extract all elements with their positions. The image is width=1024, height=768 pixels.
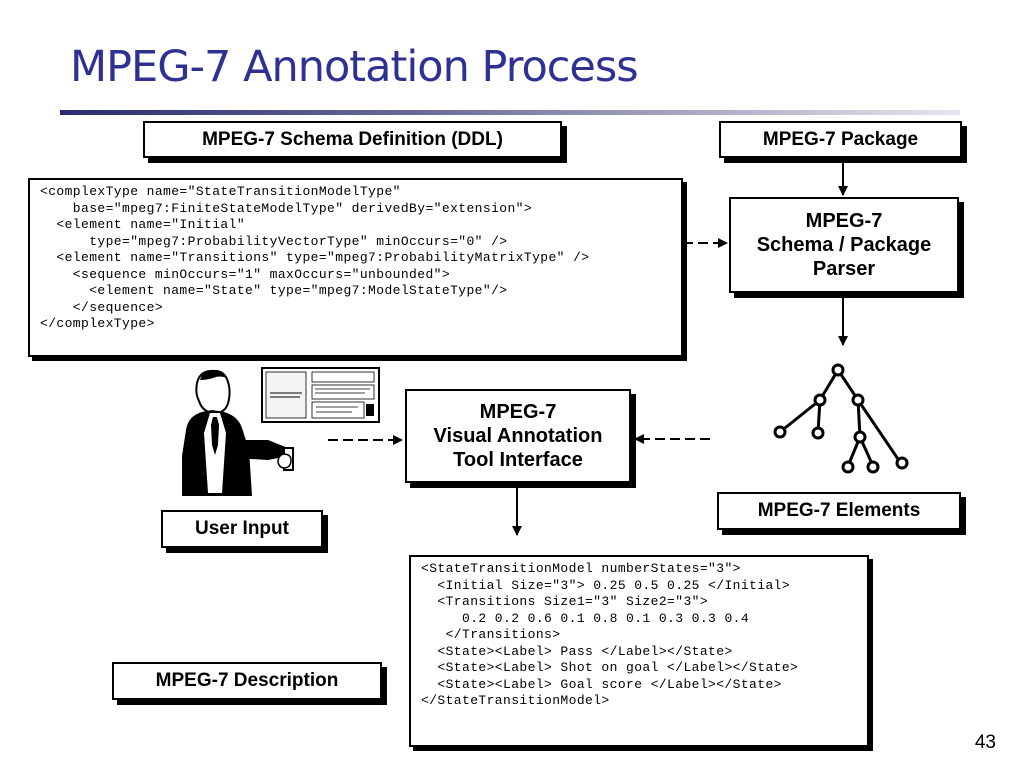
parser-line-2: Schema / Package bbox=[756, 234, 932, 256]
schema-package-parser-box: MPEG-7 Schema / Package Parser bbox=[729, 197, 959, 293]
package-label: MPEG-7 Package bbox=[719, 121, 962, 158]
elements-label: MPEG-7 Elements bbox=[717, 492, 961, 530]
parser-line-3: Parser bbox=[812, 258, 876, 280]
annotation-tool-box: MPEG-7 Visual Annotation Tool Interface bbox=[405, 389, 631, 483]
tool-line-3: Tool Interface bbox=[453, 449, 583, 471]
description-code-box: <StateTransitionModel numberStates="3"> … bbox=[409, 555, 869, 747]
page-title: MPEG-7 Annotation Process bbox=[70, 42, 639, 92]
title-underline bbox=[60, 110, 960, 115]
element-tree-icon bbox=[773, 363, 909, 474]
tool-line-1: MPEG-7 bbox=[479, 401, 557, 423]
tool-line-2: Visual Annotation bbox=[433, 425, 603, 447]
page-number: 43 bbox=[974, 732, 996, 753]
parser-line-1: MPEG-7 bbox=[805, 210, 883, 232]
schema-code-box: <complexType name="StateTransitionModelT… bbox=[28, 178, 683, 357]
description-label: MPEG-7 Description bbox=[112, 662, 382, 700]
user-input-label: User Input bbox=[161, 510, 323, 548]
person-icon bbox=[182, 369, 294, 496]
mini-screen-thumbnail bbox=[261, 367, 380, 423]
schema-definition-label: MPEG-7 Schema Definition (DDL) bbox=[143, 121, 562, 158]
